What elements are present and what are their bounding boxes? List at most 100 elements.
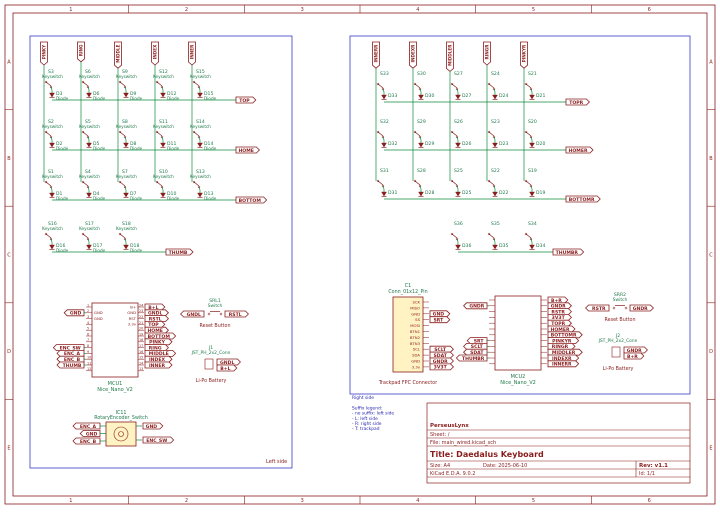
mcu-right-flag: HOMER: [547, 325, 576, 333]
diode-ref: D6: [93, 91, 100, 97]
flag-text: B+L: [148, 305, 158, 311]
switch-pin: [487, 232, 491, 236]
diode-value: Diode: [93, 146, 106, 151]
flag-outline: [547, 319, 572, 327]
switch-ref: S32: [380, 119, 389, 125]
wire: [419, 136, 422, 141]
flag-outline: [429, 357, 454, 365]
mcu-pin-number: 12: [87, 367, 91, 371]
diode-ref: D36: [462, 243, 471, 249]
row-flag: TOP: [235, 96, 257, 104]
wire: [419, 185, 422, 190]
fpc-pin-name: SS: [415, 317, 420, 322]
wire: [50, 86, 53, 91]
reset-caption: Reset Button: [200, 323, 231, 329]
mcu-pin-number: 13: [139, 367, 143, 371]
fpc-flag: 3V3T: [429, 363, 454, 371]
wire: [456, 185, 459, 190]
legend-line: - T: trackpad: [352, 426, 380, 432]
wire: [124, 186, 127, 191]
switch-value: Keyswitch: [190, 124, 211, 129]
flag-text: GNDL: [187, 312, 201, 318]
mcu-right-flag: MIDDLER: [547, 348, 583, 356]
wire: [161, 136, 164, 141]
flag-text: THUMB: [169, 250, 188, 256]
row-flag: TOPR: [565, 98, 590, 106]
frame-col-label: 1: [69, 7, 72, 13]
switch-pin: [192, 130, 196, 134]
flag-outline: [429, 351, 454, 359]
reset-flag: GNDR: [629, 304, 654, 312]
flag-outline: [483, 41, 491, 66]
fpc-pin-name: BTN1: [410, 329, 421, 334]
switch-value: Keyswitch: [42, 174, 63, 179]
diode-value: Diode: [167, 196, 180, 201]
switch-pin: [81, 80, 85, 84]
switch-pin: [155, 80, 159, 84]
switch-value: Keyswitch: [42, 74, 63, 79]
switch-ref: S15: [196, 69, 205, 75]
frame-row-label: B: [7, 156, 11, 162]
wire: [87, 86, 90, 91]
switch-value: Keyswitch: [79, 174, 100, 179]
tb-title: Title: Daedalus Keyboard: [430, 450, 544, 459]
flag-outline: [144, 332, 177, 340]
flag-outline: [235, 96, 257, 104]
flag-text: RSTR: [551, 309, 565, 315]
column-flag: INNERR: [372, 41, 380, 69]
switch-value: Keyswitch: [116, 124, 137, 129]
diode-ref: D23: [499, 141, 508, 147]
legend-line: - R: right side: [352, 421, 382, 427]
flag-outline: [623, 346, 648, 354]
tb-company: PerseusLynx: [430, 423, 469, 429]
fpc-body: [392, 296, 424, 373]
flag-text: HOME: [238, 148, 253, 154]
diode-ref: D35: [499, 243, 508, 249]
flag-text: THUMB: [63, 363, 82, 369]
flag-outline: [216, 358, 241, 366]
flag-text: RINGR: [485, 44, 490, 60]
mcu-pin-name: RST: [129, 316, 137, 321]
mcu-body: [494, 295, 542, 371]
mcu-right-flag: INNER: [144, 361, 173, 369]
flag-text: ENC_SW: [146, 438, 167, 444]
flag-text: MIDDLE: [149, 351, 169, 357]
reset-value: Switch: [208, 303, 223, 309]
wire: [87, 186, 90, 191]
switch-ref: S8: [122, 119, 128, 125]
switch-ref: S1: [48, 169, 54, 175]
column-flag: INDEXR: [409, 41, 417, 69]
row-flag: BOTTOM: [235, 196, 268, 204]
wire: [456, 238, 459, 243]
switch-ref: S34: [528, 221, 537, 227]
mcu-pin-number: 1: [87, 303, 89, 307]
diode-ref: D15: [204, 91, 213, 97]
diode-value: Diode: [204, 96, 217, 101]
mcu-right-flag: RINGR: [547, 342, 576, 350]
column-flag: MIDDLE: [114, 41, 122, 69]
flag-outline: [216, 364, 238, 372]
tb-date: Date: 2025-06-10: [483, 463, 527, 469]
flag-outline: [623, 352, 645, 360]
diode-ref: D19: [536, 190, 545, 196]
encoder-right-flag: ENC_SW: [142, 436, 175, 444]
switch-ref: S13: [196, 169, 205, 175]
battery-value: JST_PH_2x2_Conn: [191, 350, 231, 356]
switch-pin: [487, 130, 491, 134]
connector-body: [204, 358, 214, 370]
legend-line: Right side: [352, 395, 374, 401]
flag-text: GND: [86, 431, 98, 437]
switch-ref: S27: [454, 71, 463, 77]
diode-ref: D12: [167, 91, 176, 97]
mcu-pin-name: GND: [94, 316, 103, 321]
